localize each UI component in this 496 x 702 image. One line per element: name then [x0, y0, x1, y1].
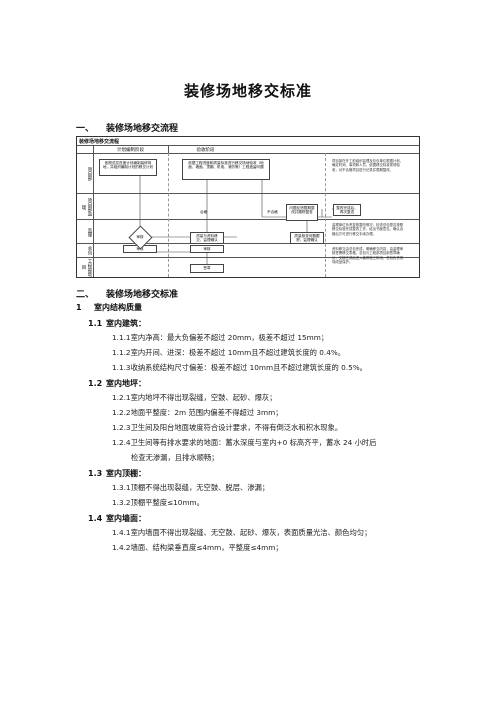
- note-1: 项目部在开工前组织监理及总包单位根据计划、确定时间、事项和人员，依据移交标准现场…: [332, 159, 404, 172]
- item-1-4-2: 1.4.2墙面、结构梁垂直度≤4mm，平整度≤4mm；: [112, 543, 283, 552]
- item-1-1-1: 1.1.1室内净高：最大负偏差不超过 20mm，极差不超过 15mm；: [112, 333, 329, 342]
- item-1-3-2: 1.3.2顶棚平整度≤10mm。: [112, 498, 204, 507]
- phase-acceptance: 验收阶段: [196, 148, 215, 153]
- lane-2: 项目部监理: [81, 198, 92, 216]
- lane-4: 总包: [87, 245, 92, 255]
- sub-1-2-title: 室内地坪：: [106, 379, 146, 388]
- item-1-2-4: 1.2.4卫生间等有排水要求的地面：蓄水深度与室内+0 标高齐平，蓄水 24 小…: [112, 438, 377, 447]
- lane-3: 监理: [87, 227, 92, 237]
- sub-1-2-number: 1.2: [88, 379, 103, 388]
- label-pass: 合格: [200, 210, 208, 214]
- note-2: 监理单位负责复核整改情况，检查总包是否按照移交标准完成整改工作，给出书面意见，确…: [332, 223, 404, 236]
- sub-1-number: 1: [76, 303, 82, 312]
- section-2-heading: 二、 装修场地移交标准: [76, 287, 178, 300]
- sub-1-1-number: 1.1: [88, 319, 103, 328]
- flowchart: 装修场地移交流程 计划编制阶段 验收阶段 项目部 项目部监理 监理 总包 工程部…: [76, 136, 420, 278]
- sub-1-3-number: 1.3: [88, 469, 103, 478]
- box-track: 质量核查问题跟踪，监理确认: [290, 232, 324, 244]
- sub-1-title: 室内结构质量: [94, 303, 142, 312]
- sub-1-4-number: 1.4: [88, 514, 103, 523]
- box-recheck: 整改完成后，再次复查: [333, 204, 361, 216]
- section-2-number: 二、: [76, 290, 95, 300]
- section-1-title: 装修场地移交流程: [106, 124, 179, 134]
- box-sign: 签章: [190, 264, 224, 273]
- flowchart-title: 装修场地移交流程: [79, 139, 120, 145]
- decision-label: 审核: [136, 235, 144, 239]
- label-fail: 不合格: [267, 210, 278, 214]
- box-rectify: 问题反馈限期整改并跟踪复查: [286, 204, 318, 221]
- item-1-2-2: 1.2.2地面平整度：2m 范围内偏差不得超过 3mm；: [112, 408, 283, 417]
- section-1-number: 一、: [76, 124, 95, 134]
- lane-5: 工程部项目: [81, 258, 92, 277]
- item-1-2-3: 1.2.3卫生间及阳台地面坡度符合设计要求，不得有倒泛水和积水现象。: [112, 423, 343, 432]
- item-1-3-1: 1.3.1顶棚不得出现裂缝，无空鼓、脱层、渗漏；: [112, 483, 270, 492]
- box-handover: 质量与资料移交，监理确认: [190, 232, 224, 244]
- box-review-2: 审核: [190, 245, 224, 253]
- sub-1-3-title: 室内顶棚：: [106, 469, 146, 478]
- item-1-2-1: 1.2.1室内地坪不得出现裂缝，空鼓、起砂、爆灰；: [112, 393, 277, 402]
- note-3: 资料移交由总包完成，明确移交内容，由监理审核签署移交表格，总包与工程部项目部签章…: [332, 247, 404, 265]
- sub-1-1-title: 室内建筑：: [106, 319, 146, 328]
- box-plan: 依照总控进度计划编制装修场地，并组织编制计划的移交计划: [99, 159, 157, 176]
- sub-1-4-title: 室内墙面：: [106, 514, 146, 523]
- item-1-2-4-cont: 检查无渗漏，且排水顺畅；: [131, 453, 219, 462]
- item-1-1-3: 1.1.3收纳系统结构尺寸偏差：极差不超过 10mm且不超过建筑长度的 0.5%…: [112, 363, 367, 372]
- item-1-4-1: 1.4.1室内墙面不得出现裂缝、无空鼓、起砂、爆灰，表面质量光洁、颜色均匀；: [112, 528, 372, 537]
- section-1-heading: 一、 装修场地移交流程: [76, 121, 178, 134]
- section-2-title: 装修场地移交标准: [106, 290, 179, 300]
- item-1-1-2: 1.1.2室内开间、进深：极差不超过 10mm且不超过建筑长度的 0.4%。: [112, 348, 346, 357]
- document-title: 装修场地移交标准: [183, 82, 312, 100]
- sub-1-heading: 1 室内结构质量: [76, 302, 142, 313]
- lane-1: 项目部: [87, 167, 92, 181]
- phase-planning: 计划编制阶段: [117, 148, 144, 153]
- box-inspect: 依据工程进度和质量标准进行移交场地验收（地面、墙面、顶棚、机电、消防等）工程遗留…: [182, 159, 270, 180]
